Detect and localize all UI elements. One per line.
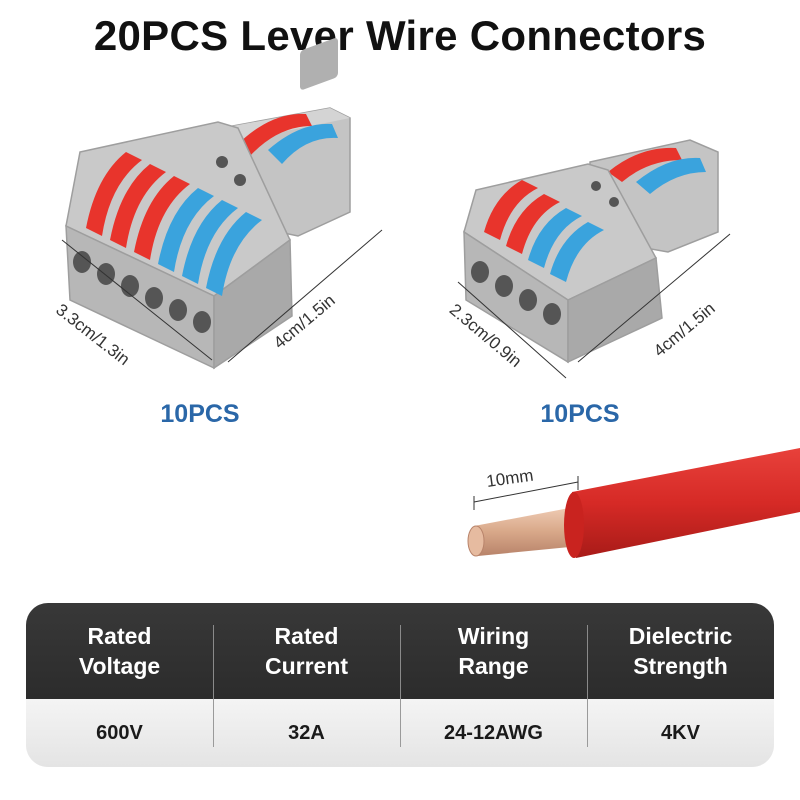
spec-header-wiring-range: Wiring Range — [400, 603, 587, 699]
spec-table: Rated Voltage Rated Current Wiring Range… — [26, 603, 774, 767]
spec-value-rated-current: 32A — [213, 699, 400, 767]
connector-six-way-illustration — [61, 38, 383, 370]
spec-table-header: Rated Voltage Rated Current Wiring Range… — [26, 603, 774, 699]
spec-value-rated-voltage: 600V — [96, 721, 143, 744]
lever-group — [86, 152, 262, 296]
spec-value-wiring-range: 24-12AWG — [400, 699, 587, 767]
spec-table-values: 600V 32A 24-12AWG 4KV — [26, 699, 774, 767]
lever-group — [484, 180, 604, 282]
page-title: 20PCS Lever Wire Connectors — [93, 12, 707, 59]
connector-four-way-illustration — [457, 139, 731, 379]
connector-six-way: 3.3cm/1.3in 4cm/1.5in 10PCS — [0, 0, 400, 440]
spec-header-dielectric-strength: Dielectric Strength — [587, 603, 774, 699]
count-label: 10PCS — [160, 400, 240, 428]
count-label: 10PCS — [540, 400, 620, 428]
connector-four-way: 2.3cm/0.9in 4cm/1.5in 10PCS — [400, 0, 800, 440]
spec-header-rated-current: Rated Current — [213, 603, 400, 699]
spec-header-rated-voltage: Rated Voltage — [78, 623, 161, 679]
spec-value-dielectric-strength: 4KV — [587, 699, 774, 767]
stripped-wire-illustration — [467, 448, 800, 558]
